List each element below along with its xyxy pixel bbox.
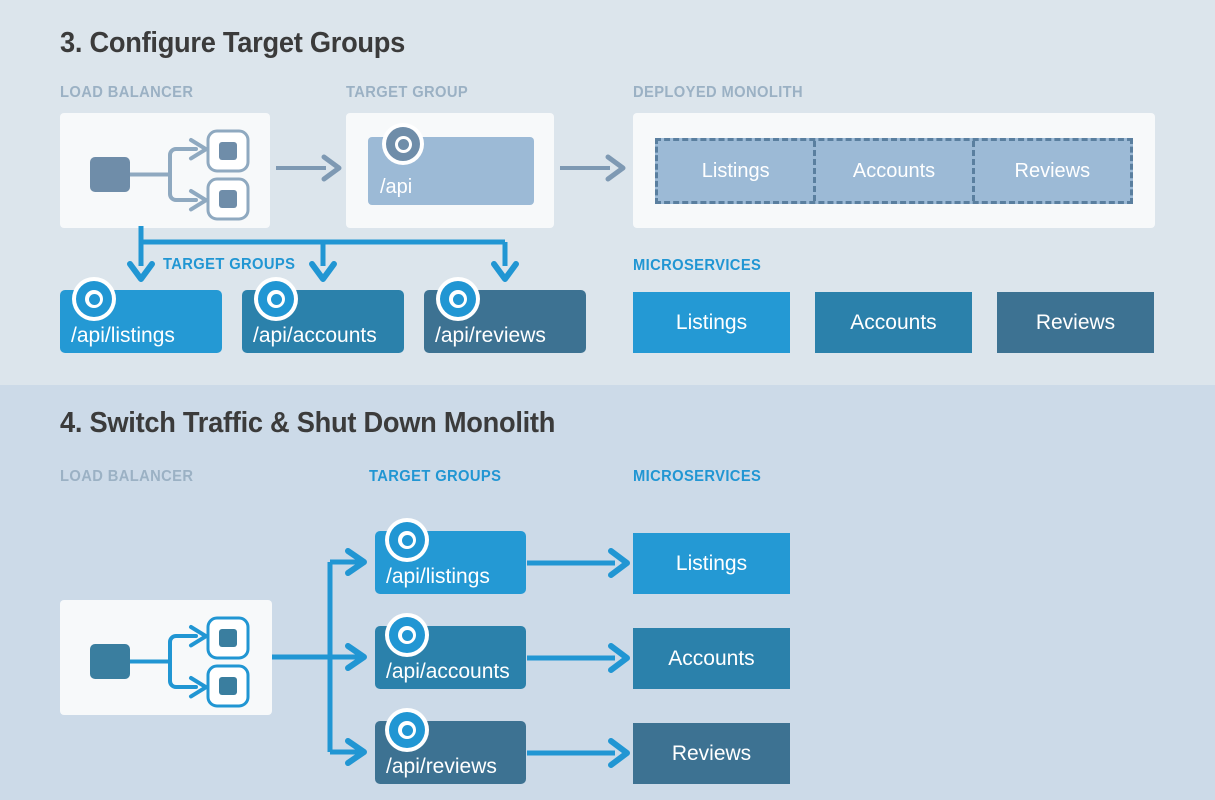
target-icon-accounts-core-s4 <box>394 622 420 648</box>
microservice-accounts-s3[interactable]: Accounts <box>815 292 972 353</box>
label-microservices-s4: MICROSERVICES <box>633 468 762 485</box>
target-icon-accounts-s4 <box>385 613 429 657</box>
load-balancer-icon <box>60 600 272 715</box>
target-group-card-s3[interactable]: /api <box>346 113 554 228</box>
target-group-reviews-label-s3: /api/reviews <box>435 324 546 347</box>
arrow-listings-s4 <box>527 548 633 578</box>
monolith-segment-accounts: Accounts <box>813 141 971 201</box>
microservice-reviews-s4[interactable]: Reviews <box>633 723 790 784</box>
target-group-listings-label-s4: /api/listings <box>386 565 490 588</box>
branch-connector-s4 <box>272 548 382 780</box>
target-icon-listings-core-s3 <box>81 286 107 312</box>
arrow-target-group-to-monolith <box>560 154 628 182</box>
load-balancer-card-s3 <box>60 113 270 228</box>
label-deployed-monolith: DEPLOYED MONOLITH <box>633 84 804 101</box>
load-balancer-icon <box>60 113 270 228</box>
target-icon-reviews-core-s3 <box>445 286 471 312</box>
label-load-balancer-s4: LOAD BALANCER <box>60 468 194 485</box>
target-group-api-label: /api <box>380 176 413 198</box>
section-4-title: 4. Switch Traffic & Shut Down Monolith <box>60 407 556 439</box>
microservice-reviews-s3[interactable]: Reviews <box>997 292 1154 353</box>
label-load-balancer: LOAD BALANCER <box>60 84 194 101</box>
arrow-accounts-s4 <box>527 643 633 673</box>
arrow-lb-to-target-group <box>276 154 344 182</box>
label-target-groups-s3: TARGET GROUPS <box>163 256 296 273</box>
target-group-accounts-label-s3: /api/accounts <box>253 324 377 347</box>
microservice-accounts-s4[interactable]: Accounts <box>633 628 790 689</box>
section-3-title: 3. Configure Target Groups <box>60 27 406 59</box>
target-icon-accounts-core-s3 <box>263 286 289 312</box>
target-icon-core <box>390 131 416 157</box>
label-target-group: TARGET GROUP <box>346 84 469 101</box>
branch-connector-s3 <box>120 226 540 288</box>
microservice-listings-s4[interactable]: Listings <box>633 533 790 594</box>
target-group-listings-label-s3: /api/listings <box>71 324 175 347</box>
target-icon-reviews-core-s4 <box>394 717 420 743</box>
target-group-accounts-label-s4: /api/accounts <box>386 660 510 683</box>
label-target-groups-s4: TARGET GROUPS <box>369 468 502 485</box>
monolith-segment-listings: Listings <box>701 159 770 182</box>
section-configure-target-groups: 3. Configure Target Groups LOAD BALANCER… <box>0 0 1215 385</box>
load-balancer-card-s4 <box>60 600 272 715</box>
target-icon-listings-core-s4 <box>394 527 420 553</box>
deployed-monolith-card: Listings Accounts Reviews <box>633 113 1155 228</box>
target-group-reviews-label-s4: /api/reviews <box>386 755 497 778</box>
arrow-reviews-s4 <box>527 738 633 768</box>
target-group-listings-s4[interactable]: /api/listings <box>375 531 526 594</box>
target-group-reviews-s4[interactable]: /api/reviews <box>375 721 526 784</box>
label-microservices-s3: MICROSERVICES <box>633 257 762 274</box>
monolith-segment-reviews: Reviews <box>971 141 1130 201</box>
monolith-block: Listings Accounts Reviews <box>655 138 1133 204</box>
microservice-listings-s3[interactable]: Listings <box>633 292 790 353</box>
section-switch-traffic: 4. Switch Traffic & Shut Down Monolith L… <box>0 385 1215 800</box>
